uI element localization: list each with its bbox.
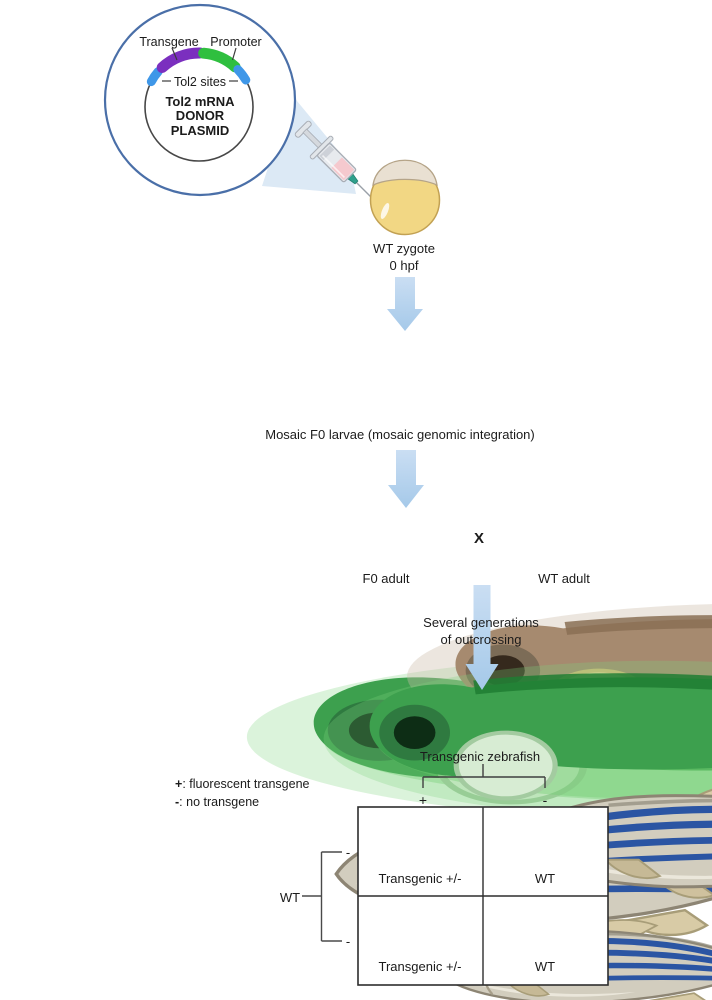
punnett-row-bottom-minus: - xyxy=(345,934,351,949)
down-arrow-icon xyxy=(387,277,423,331)
down-arrow-long-icon xyxy=(465,585,499,690)
legend-plus-symbol: + xyxy=(175,777,183,791)
transgene-label: Transgene xyxy=(139,35,199,49)
tol2-site-right xyxy=(233,65,251,85)
cross-symbol: X xyxy=(473,530,485,547)
syringe-icon xyxy=(294,120,373,199)
plasmid-title: Tol2 mRNA DONOR PLASMID xyxy=(165,94,235,138)
mosaic-f0-caption: Mosaic F0 larvae (mosaic genomic integra… xyxy=(265,427,535,442)
tol2-site-left xyxy=(146,67,163,87)
punnett-grid xyxy=(357,806,609,986)
punnett-cell-label: Transgenic +/- xyxy=(378,959,462,974)
wt-parent-label: WT xyxy=(279,890,301,905)
wt-adult-label: WT adult xyxy=(538,571,590,586)
zygote-label: WT zygote 0 hpf xyxy=(373,241,435,274)
promoter-label: Promoter xyxy=(210,35,262,49)
f0-adult-label: F0 adult xyxy=(362,571,410,586)
outcross-caption: Several generations of outcrossing xyxy=(423,615,539,648)
punnett-cell-label: WT xyxy=(534,959,556,974)
legend-plus: +: fluorescent transgene xyxy=(175,776,309,792)
punnett-row-top-minus: - xyxy=(345,845,351,860)
zygote-egg xyxy=(369,159,441,236)
legend-minus: -: no transgene xyxy=(175,794,259,810)
tol2-sites-label: Tol2 sites xyxy=(173,75,227,89)
descent-bracket xyxy=(422,764,546,788)
wt-parent-bracket xyxy=(302,851,342,942)
transgene-arc xyxy=(156,47,206,73)
legend-minus-text: : no transgene xyxy=(179,795,260,809)
punnett-cell-label: WT xyxy=(534,871,556,886)
transgenic-fish-label: Transgenic zebrafish xyxy=(419,749,541,764)
punnett-col-minus: - xyxy=(542,792,548,808)
down-arrow-icon xyxy=(388,450,424,508)
punnett-col-plus: + xyxy=(418,792,428,808)
legend-plus-text: : fluorescent transgene xyxy=(182,777,310,791)
plasmid-leader-lines xyxy=(162,47,238,82)
plasmid-callout xyxy=(103,3,297,197)
promoter-arc xyxy=(198,47,241,73)
legend-minus-symbol: - xyxy=(175,795,180,809)
punnett-cell-label: Transgenic +/- xyxy=(378,871,462,886)
